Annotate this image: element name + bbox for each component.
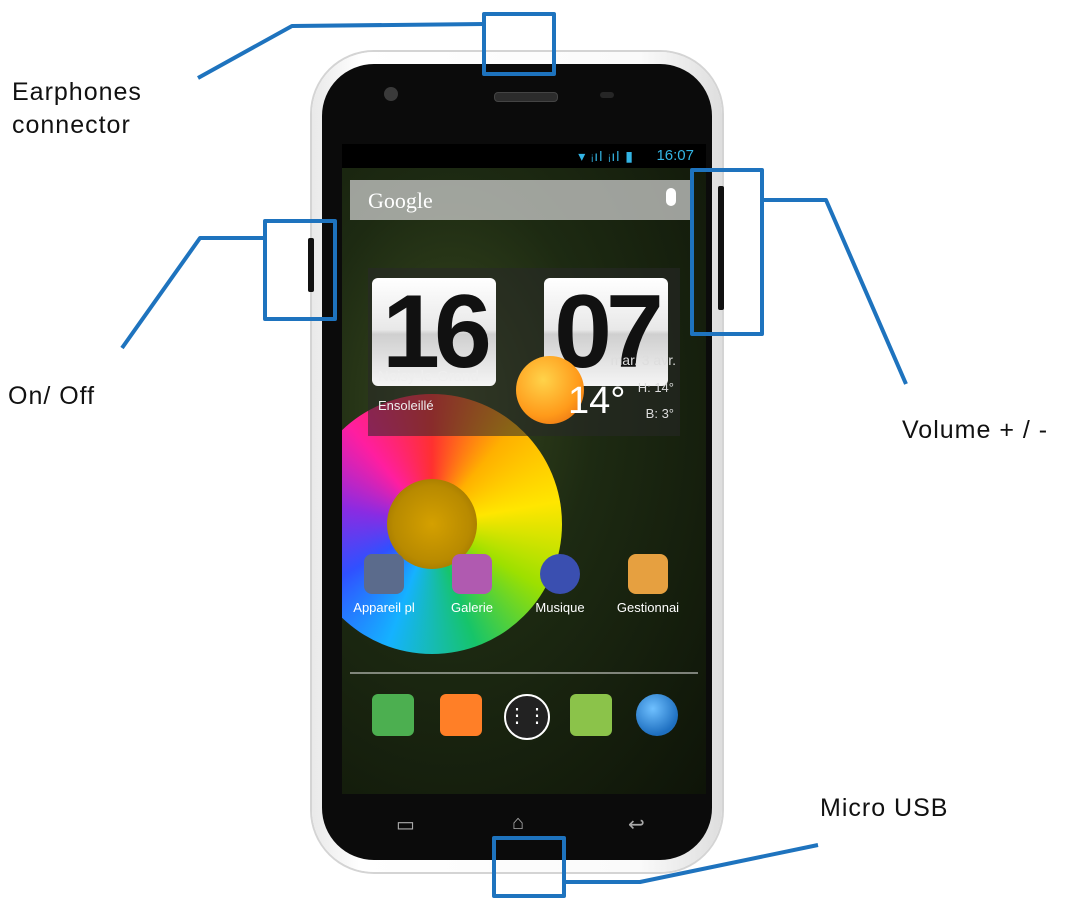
earphones-label-line1: Earphones xyxy=(12,78,142,106)
phone-body: ▾ ᵢıl ᵢıl ▮ 16:07 Google 16 07 Noisy-le-… xyxy=(312,52,722,872)
phone-icon[interactable] xyxy=(372,694,414,736)
google-brand: Google xyxy=(368,188,433,213)
back-icon[interactable]: ↩ xyxy=(628,814,645,836)
app-file-manager[interactable]: Gestionnai xyxy=(606,554,690,615)
clock-hour: 16 xyxy=(372,278,496,386)
power-button xyxy=(308,238,314,292)
onoff-callout-box xyxy=(263,219,337,321)
app-label: Appareil pl xyxy=(353,600,415,615)
microphone-icon[interactable] xyxy=(666,188,676,206)
earphones-label: Earphones connector xyxy=(12,76,142,141)
clock-weather-widget[interactable]: 16 07 Noisy-le-Grand Ensoleillé mar. 3 a… xyxy=(368,268,680,436)
google-search-bar[interactable]: Google xyxy=(350,180,690,220)
usb-callout-line xyxy=(564,843,819,884)
weather-temperature: 14° xyxy=(568,380,626,422)
phone-screen: ▾ ᵢıl ᵢıl ▮ 16:07 Google 16 07 Noisy-le-… xyxy=(342,144,706,794)
proximity-sensor xyxy=(600,92,614,98)
onoff-callout-line xyxy=(120,236,265,350)
wallpaper-flower xyxy=(342,394,562,654)
volume-callout-line xyxy=(762,198,908,385)
app-music[interactable]: Musique xyxy=(518,554,602,615)
weather-condition: Ensoleillé xyxy=(378,398,434,413)
app-label: Gestionnai xyxy=(616,600,680,615)
file-manager-icon xyxy=(628,554,668,594)
usb-label: Micro USB xyxy=(820,792,948,825)
front-camera xyxy=(384,87,398,101)
app-label: Galerie xyxy=(451,600,493,615)
volume-label: Volume + / - xyxy=(902,414,1048,447)
camera-icon xyxy=(364,554,404,594)
earphones-callout-line xyxy=(197,22,485,80)
onoff-label-text: On/ Off xyxy=(8,382,96,410)
volume-callout-box xyxy=(690,168,764,336)
status-bar: ▾ ᵢıl ᵢıl ▮ 16:07 xyxy=(342,144,706,168)
gallery-icon xyxy=(452,554,492,594)
usb-callout-box xyxy=(492,836,566,898)
usb-label-text: Micro USB xyxy=(820,794,949,822)
dock: ⋮⋮ xyxy=(342,694,706,754)
all-apps-icon[interactable]: ⋮⋮ xyxy=(504,694,550,740)
earphones-label-line2: connector xyxy=(12,110,131,139)
dock-divider xyxy=(350,672,698,674)
weather-city: Noisy-le-Grand xyxy=(378,368,479,385)
earpiece-speaker xyxy=(494,92,558,102)
navigation-bar: ▭ ⌂ ↩ xyxy=(342,812,706,848)
browser-icon[interactable] xyxy=(636,694,678,736)
messaging-icon[interactable] xyxy=(570,694,612,736)
home-icon[interactable]: ⌂ xyxy=(512,812,525,834)
status-icons: ▾ ᵢıl ᵢıl ▮ xyxy=(578,148,634,164)
weather-low: B: 3° xyxy=(645,406,674,421)
app-label: Musique xyxy=(535,600,585,615)
earphones-callout-box xyxy=(482,12,556,76)
sun-icon xyxy=(516,356,584,424)
app-gallery[interactable]: Galerie xyxy=(430,554,514,615)
contacts-icon[interactable] xyxy=(440,694,482,736)
recent-apps-icon[interactable]: ▭ xyxy=(396,814,415,836)
home-apps-row: Appareil pl Galerie Musique Gestionnai xyxy=(342,554,706,634)
app-camera[interactable]: Appareil pl xyxy=(342,554,426,615)
status-time: 16:07 xyxy=(656,147,694,164)
music-icon xyxy=(540,554,580,594)
volume-button xyxy=(718,186,724,310)
weather-high: H: 14° xyxy=(637,380,674,395)
clock-date: mar. 3 avr. xyxy=(610,352,676,368)
volume-label-text: Volume + / - xyxy=(902,416,1049,444)
onoff-label: On/ Off xyxy=(8,380,95,413)
phone-bezel: ▾ ᵢıl ᵢıl ▮ 16:07 Google 16 07 Noisy-le-… xyxy=(322,64,712,860)
